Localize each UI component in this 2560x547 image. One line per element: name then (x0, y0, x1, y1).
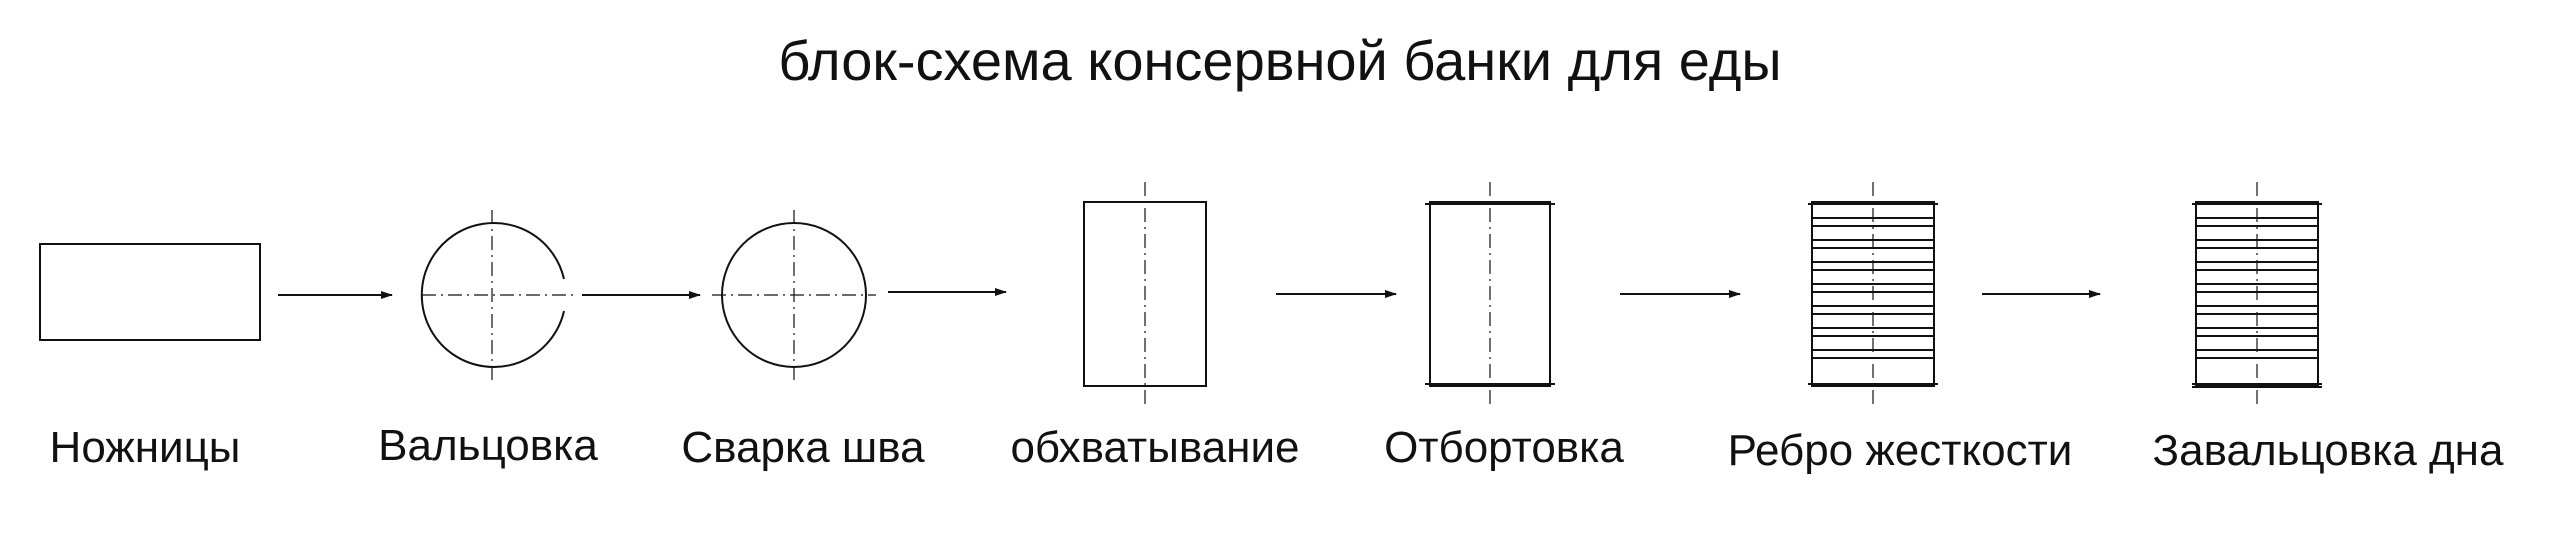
step-6-label: Ребро жесткости (1728, 426, 2073, 475)
step-6-ribbed-shape (1808, 182, 1938, 404)
step-4-label: обхватывание (1010, 423, 1299, 472)
step-3-label: Сварка шва (681, 423, 925, 472)
step-7-label: Завальцовка дна (2153, 426, 2504, 475)
step-4-body-shape (1083, 182, 1207, 404)
step-5-flanged-shape (1425, 182, 1555, 404)
step-7-seamed-shape (2192, 182, 2322, 404)
step-1-label: Ножницы (50, 423, 241, 472)
step-2-label: Вальцовка (378, 421, 598, 470)
step-1-sheet-shape (39, 243, 261, 341)
diagram-title: блок-схема консервной банки для еды (778, 29, 1782, 92)
step-3-welded-shape (712, 210, 876, 380)
step-2-rolled-shape (420, 210, 576, 380)
step-5-label: Отбортовка (1384, 423, 1624, 472)
